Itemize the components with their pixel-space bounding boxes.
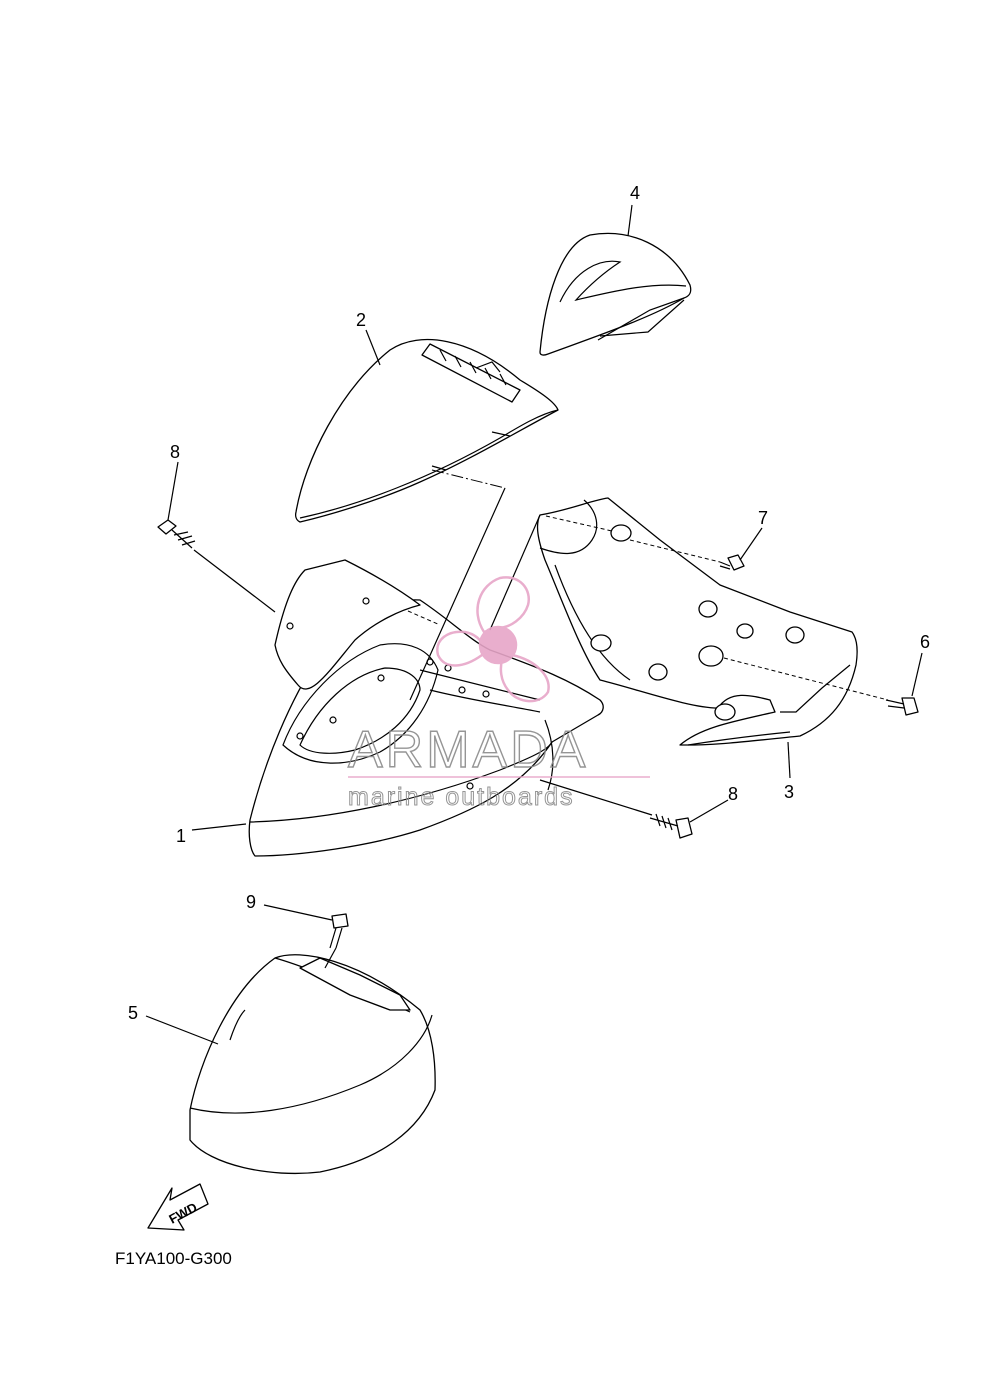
screw-6[interactable] xyxy=(885,697,919,716)
part-3-inner-panel[interactable] xyxy=(536,497,858,746)
assembly-lines xyxy=(193,469,889,969)
leader-lines xyxy=(145,204,923,1045)
part-labels: 1 2 3 4 5 6 7 8 8 9 xyxy=(128,183,930,1023)
fwd-arrow: FWD xyxy=(147,1183,209,1231)
part-2-cowl[interactable] xyxy=(294,339,559,523)
part-label-9: 9 xyxy=(246,892,256,912)
part-1-front-cowling[interactable] xyxy=(248,559,604,857)
watermark-brand: ARMADA xyxy=(348,721,588,779)
watermark-tagline: marine outboards xyxy=(348,783,575,811)
part-label-4: 4 xyxy=(630,183,640,203)
bolt-8-upper[interactable] xyxy=(157,519,196,549)
part-label-5: 5 xyxy=(128,1003,138,1023)
part-label-2: 2 xyxy=(356,310,366,330)
bolt-9[interactable] xyxy=(329,913,349,949)
part-label-3: 3 xyxy=(784,782,794,802)
part-label-7: 7 xyxy=(758,508,768,528)
screw-7[interactable] xyxy=(719,554,745,571)
part-label-1: 1 xyxy=(176,826,186,846)
part-5-lower-cover[interactable] xyxy=(189,954,436,1175)
watermark: ARMADA marine outboards xyxy=(347,576,650,812)
propeller-logo xyxy=(436,576,550,703)
part-label-8-upper: 8 xyxy=(170,442,180,462)
part-label-8-lower: 8 xyxy=(728,784,738,804)
bolt-8-lower[interactable] xyxy=(649,813,693,839)
part-label-6: 6 xyxy=(920,632,930,652)
diagram-code: F1YA100-G300 xyxy=(115,1249,232,1268)
part-4-cover[interactable] xyxy=(539,232,692,356)
